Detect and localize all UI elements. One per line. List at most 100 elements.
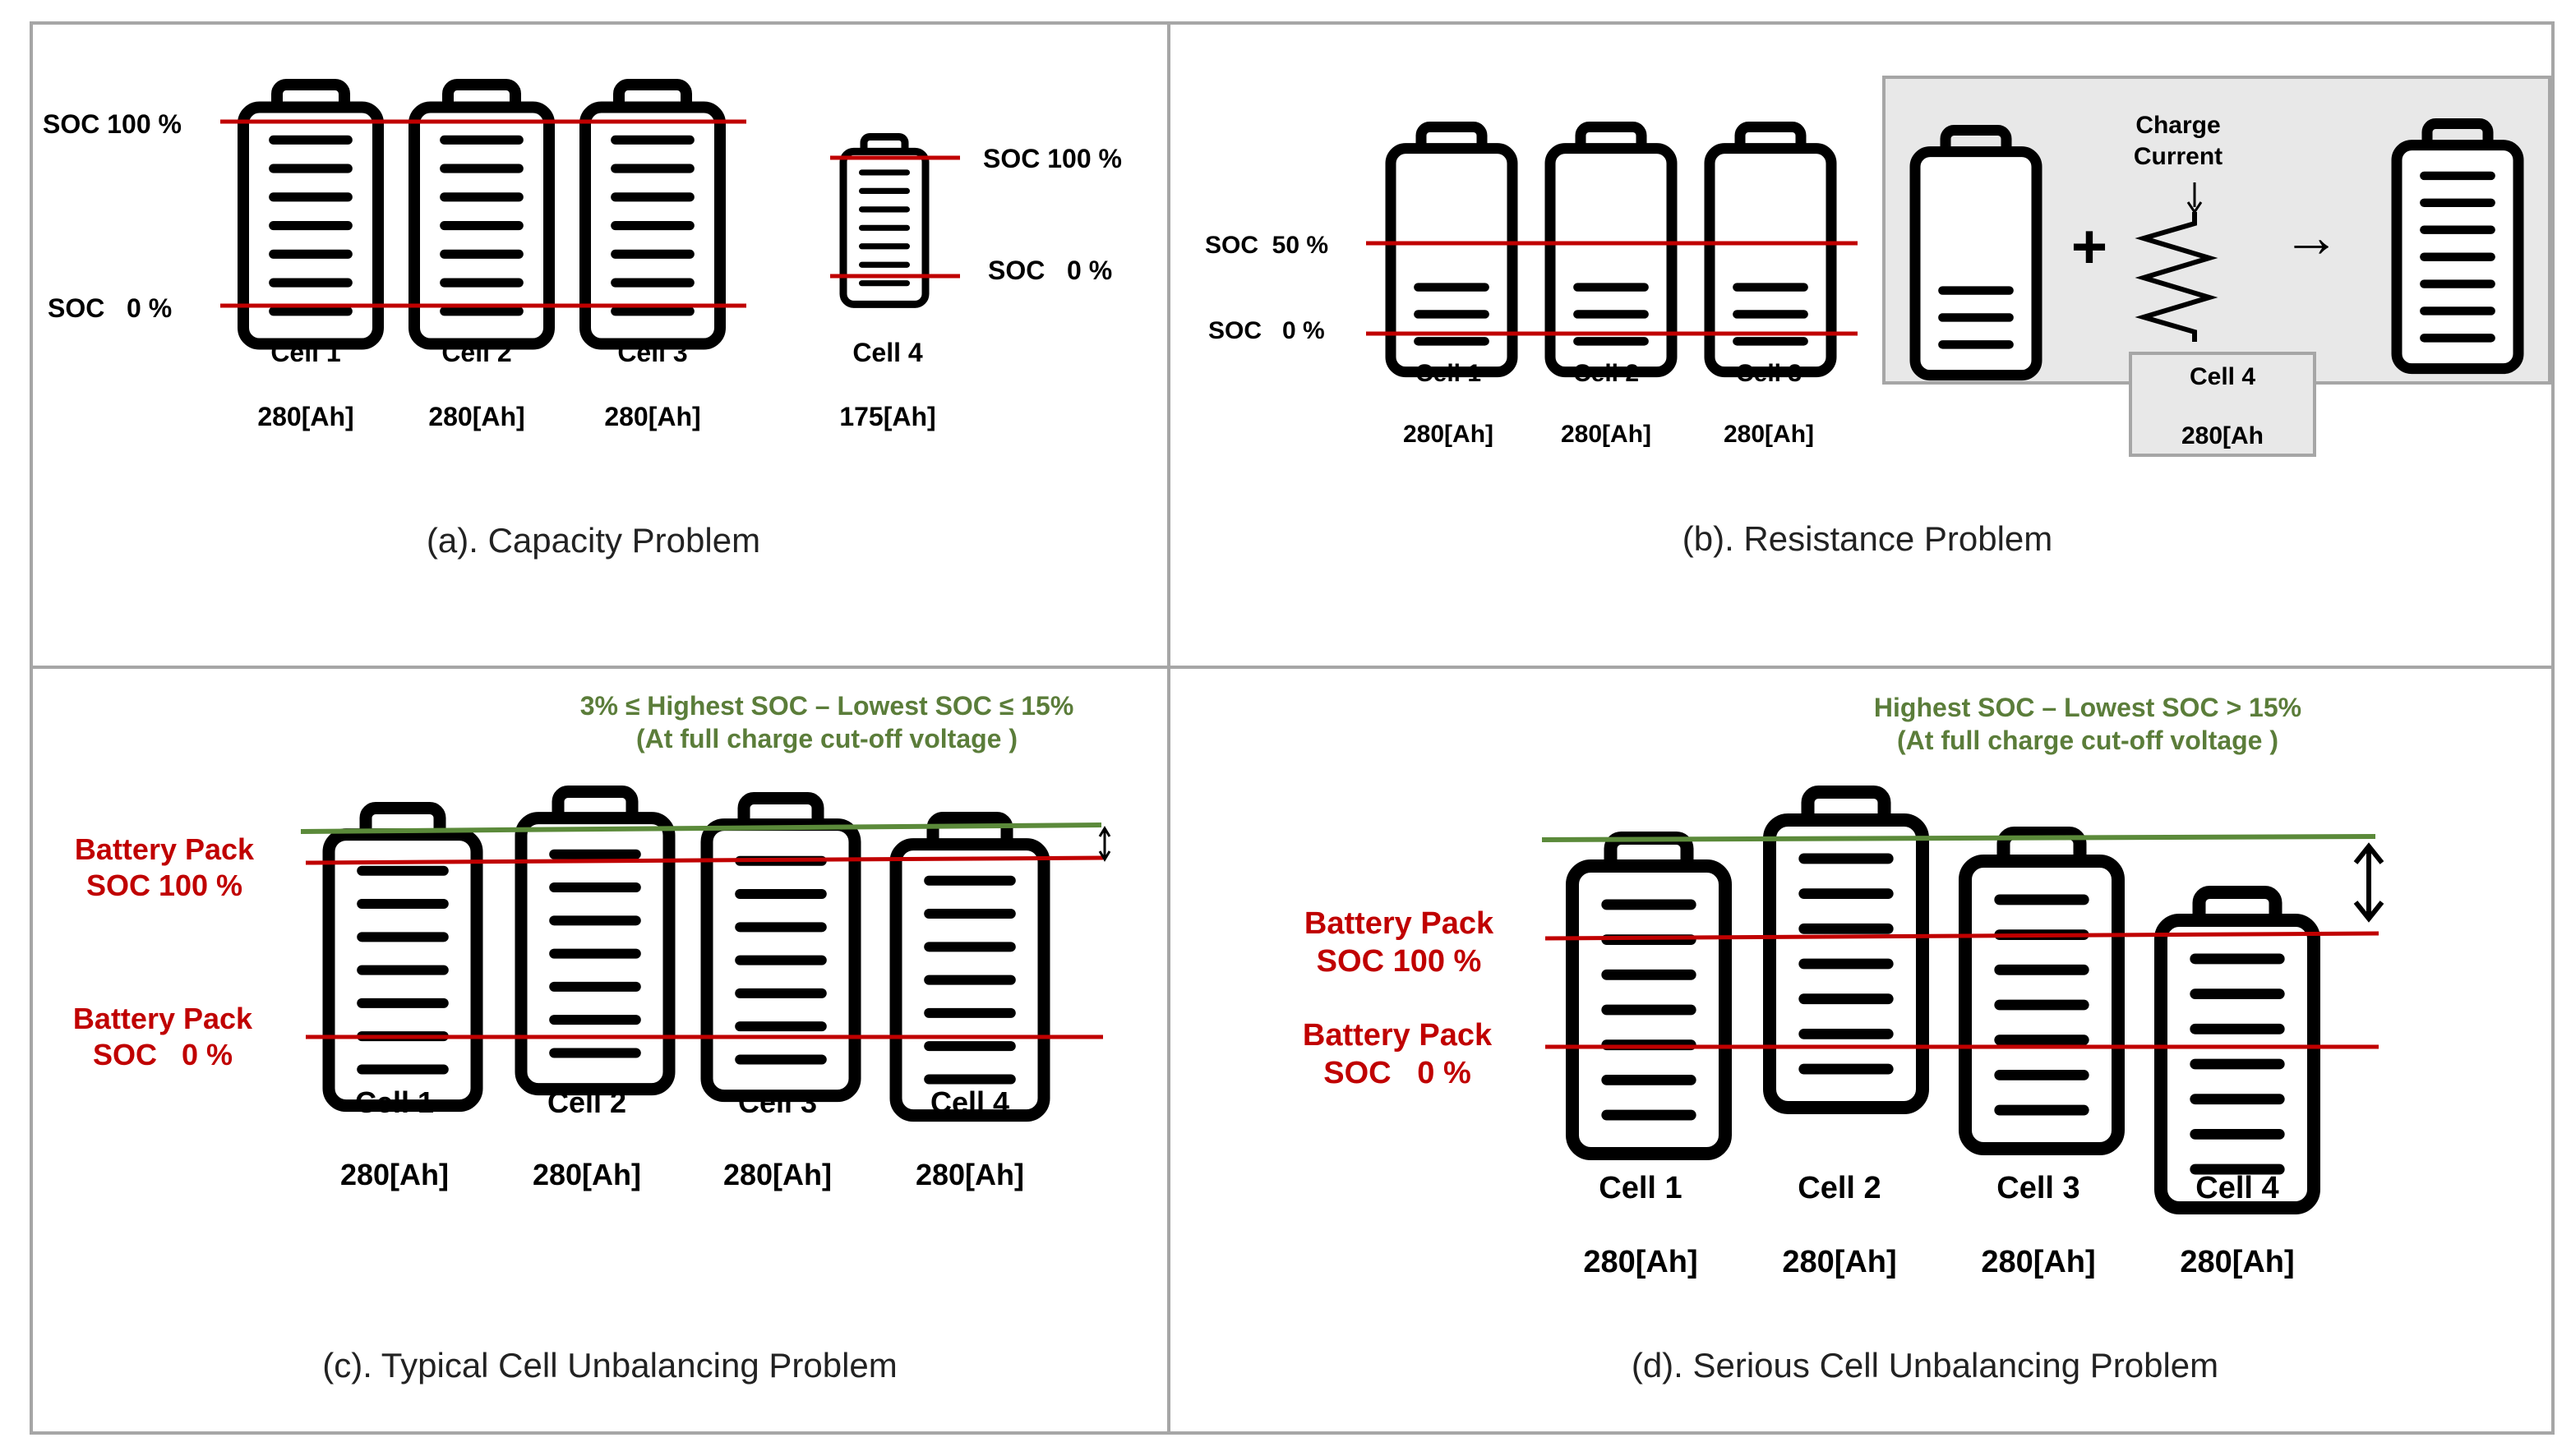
cell-label: Cell 1 bbox=[1599, 1171, 1682, 1205]
charge-bar bbox=[1798, 888, 1894, 900]
cell-label: Cell 4 bbox=[2190, 363, 2255, 390]
panel-c: 3% ≤ Highest SOC – Lowest SOC ≤ 15% (At … bbox=[73, 691, 1111, 1385]
charge-bar bbox=[859, 280, 910, 287]
panel-c-batteries bbox=[322, 786, 1050, 1122]
charge-bar bbox=[1414, 337, 1489, 346]
charge-bar bbox=[1601, 1004, 1696, 1016]
charge-bar bbox=[859, 243, 910, 250]
battery-icon bbox=[1385, 122, 1518, 378]
charge-bar bbox=[1414, 283, 1489, 292]
cell-capacity: 280[Ah] bbox=[723, 1158, 832, 1191]
battery-icon bbox=[889, 812, 1050, 1122]
charge-bar bbox=[924, 942, 1016, 952]
charge-bar bbox=[549, 981, 641, 992]
charge-bar bbox=[2420, 171, 2495, 181]
condition-note: (At full charge cut-off voltage ) bbox=[1897, 726, 2278, 755]
battery-icon bbox=[238, 79, 384, 350]
charge-bar bbox=[859, 206, 910, 213]
charge-bar bbox=[859, 169, 910, 176]
pack-soc-100-label: Battery Pack bbox=[1304, 906, 1494, 941]
battery-icon bbox=[2154, 886, 2320, 1214]
charge-bar bbox=[611, 220, 695, 231]
charge-bar bbox=[1733, 283, 1808, 292]
cell-capacity: 280[Ah] bbox=[533, 1158, 641, 1191]
panel-a: SOC 100 % SOC 0 % SOC 100 % SOC 0 % Cell… bbox=[43, 79, 1122, 560]
cell-capacity: 280[Ah] bbox=[1981, 1245, 2095, 1279]
panel-d-caption: (d). Serious Cell Unbalancing Problem bbox=[1632, 1346, 2218, 1385]
battery-icon bbox=[839, 133, 930, 308]
charge-bar bbox=[924, 1041, 1016, 1052]
cell-label: Cell 4 bbox=[2195, 1171, 2278, 1205]
charge-bar bbox=[611, 164, 695, 173]
cell-capacity: 280[Ah] bbox=[428, 402, 524, 431]
cell-capacity: 280[Ah] bbox=[604, 402, 700, 431]
charge-bar bbox=[2420, 306, 2495, 316]
charge-bar bbox=[1601, 969, 1696, 980]
panel-b: SOC 50 % SOC 0 % Cell 1 Cell 2 Cell 3 28… bbox=[1205, 76, 2551, 558]
cutoff-line bbox=[300, 822, 1102, 834]
battery-icon bbox=[2391, 118, 2524, 375]
charge-bar bbox=[269, 220, 353, 231]
soc-100-label: SOC 100 % bbox=[43, 109, 182, 139]
cell-label: Cell 4 bbox=[930, 1085, 1009, 1119]
cell-label: Cell 2 bbox=[441, 338, 511, 367]
cell-label: Cell 3 bbox=[738, 1085, 817, 1119]
cell-capacity: 280[Ah bbox=[2181, 422, 2264, 449]
cell-capacity: 175[Ah] bbox=[839, 402, 935, 431]
charge-bar bbox=[357, 899, 449, 910]
charge-bar bbox=[924, 1007, 1016, 1018]
charge-bar bbox=[1994, 894, 2089, 905]
charge-current-label-2: Current bbox=[2134, 143, 2223, 170]
battery-icon bbox=[408, 79, 555, 350]
cell-label: Cell 1 bbox=[270, 338, 340, 367]
charge-bar bbox=[1601, 1109, 1696, 1121]
cell-capacity: 280[Ah] bbox=[340, 1158, 449, 1191]
charge-bar bbox=[611, 192, 695, 202]
pack-soc-100-label-2: SOC 100 % bbox=[86, 869, 242, 902]
cutoff-line bbox=[1541, 834, 2376, 842]
panel-c-caption: (c). Typical Cell Unbalancing Problem bbox=[322, 1346, 898, 1385]
charge-bar bbox=[611, 135, 695, 145]
charge-bar bbox=[2190, 1163, 2285, 1175]
charge-bar bbox=[611, 249, 695, 259]
soc-50-label: SOC 50 % bbox=[1205, 232, 1328, 259]
cell-capacity: 280[Ah] bbox=[1561, 421, 1651, 448]
charge-bar bbox=[1938, 286, 2014, 295]
battery-icon bbox=[1763, 786, 1929, 1114]
pack-soc-0-label-2: SOC 0 % bbox=[93, 1038, 233, 1071]
cell4-soc-0-label: SOC 0 % bbox=[988, 256, 1112, 285]
charge-bar bbox=[611, 306, 695, 316]
charge-bar bbox=[2420, 279, 2495, 288]
pack-soc-0-label: Battery Pack bbox=[1303, 1018, 1493, 1053]
charge-bar bbox=[440, 164, 524, 173]
cell4-soc-100-label: SOC 100 % bbox=[983, 144, 1122, 173]
resistor-icon bbox=[2135, 212, 2218, 342]
charge-bar bbox=[924, 975, 1016, 985]
charge-bar bbox=[1798, 1028, 1894, 1039]
charge-bar bbox=[549, 849, 641, 859]
battery-icon bbox=[1544, 122, 1678, 378]
charge-bar bbox=[440, 306, 524, 316]
soc-0-label: SOC 0 % bbox=[48, 293, 172, 323]
charge-bar bbox=[859, 187, 910, 195]
difference-arrow bbox=[1098, 826, 1111, 862]
cell-label: Cell 2 bbox=[547, 1085, 626, 1119]
charge-bar bbox=[1798, 923, 1894, 934]
charge-current-label: Charge bbox=[2135, 112, 2220, 139]
battery-icon bbox=[579, 79, 726, 350]
panel-d-batteries bbox=[1566, 786, 2320, 1214]
difference-arrow bbox=[2353, 842, 2384, 923]
charge-bar bbox=[549, 948, 641, 959]
charge-bar bbox=[549, 1015, 641, 1025]
charge-bar bbox=[1994, 1034, 2089, 1046]
charge-bar bbox=[1994, 999, 2089, 1011]
charge-bar bbox=[859, 224, 910, 231]
battery-icon bbox=[1909, 125, 2042, 381]
charge-bar bbox=[1601, 1074, 1696, 1085]
charge-bar bbox=[440, 249, 524, 259]
pack-soc-100-line bbox=[1544, 931, 2379, 941]
panel-d: Highest SOC – Lowest SOC > 15% (At full … bbox=[1303, 693, 2384, 1385]
cell-label: Cell 1 bbox=[1415, 360, 1481, 387]
panel-b-caption: (b). Resistance Problem bbox=[1682, 519, 2053, 558]
